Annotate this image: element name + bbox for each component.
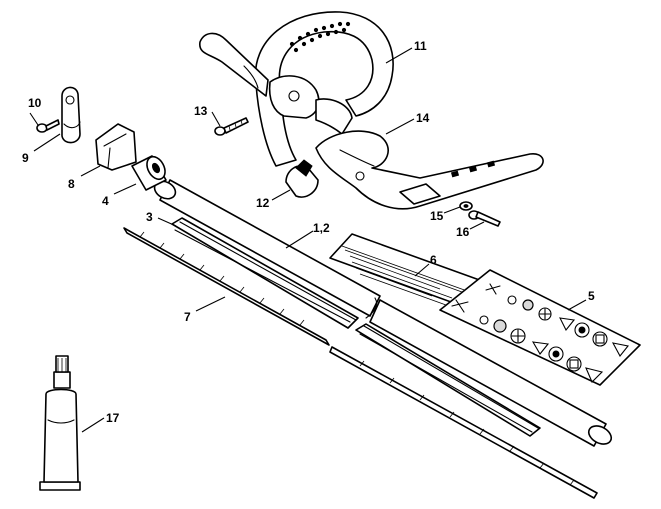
decal-symbols-lower <box>451 299 604 383</box>
part-3-liner <box>171 217 541 437</box>
callout-8: 8 <box>68 177 75 191</box>
part-8-clamp <box>95 123 137 171</box>
callout-13: 13 <box>194 104 208 118</box>
decal-symbols-upper <box>485 283 629 357</box>
part-7-drive-shaft <box>123 227 598 499</box>
part-15-washer <box>459 201 473 211</box>
part-4-sleeve <box>131 155 167 191</box>
part-6-label-sheet <box>329 233 486 307</box>
callout-15: 15 <box>430 209 444 223</box>
callout-10: 10 <box>28 96 42 110</box>
part-11-loop-handle <box>199 11 394 167</box>
callout-6: 6 <box>430 253 437 267</box>
callout-9: 9 <box>22 151 29 165</box>
leader-lines <box>29 47 587 433</box>
callout-12: 12 <box>256 196 270 210</box>
callout-7: 7 <box>184 310 191 324</box>
part-10-screw <box>36 119 60 133</box>
callout-17: 17 <box>106 411 120 425</box>
part-17-grease-tube <box>39 355 81 491</box>
grip-texture <box>289 21 351 53</box>
callout-1-2: 1,2 <box>313 221 330 235</box>
part-1-2-drive-tube <box>153 179 613 447</box>
part-9-bracket <box>61 86 81 144</box>
callout-14: 14 <box>416 111 430 125</box>
part-5-symbol-decal <box>439 269 641 386</box>
callout-4: 4 <box>102 194 109 208</box>
callout-labels: 10 9 8 4 3 1,2 6 5 7 13 11 14 12 15 16 1… <box>22 39 595 425</box>
callout-16: 16 <box>456 225 470 239</box>
part-14-lower-handle <box>315 130 544 210</box>
part-13-screw <box>214 117 249 136</box>
part-12-clamp-strap <box>285 159 319 198</box>
callout-5: 5 <box>588 289 595 303</box>
callout-11: 11 <box>414 39 427 53</box>
callout-3: 3 <box>146 210 153 224</box>
part-16-bolt <box>468 210 501 227</box>
